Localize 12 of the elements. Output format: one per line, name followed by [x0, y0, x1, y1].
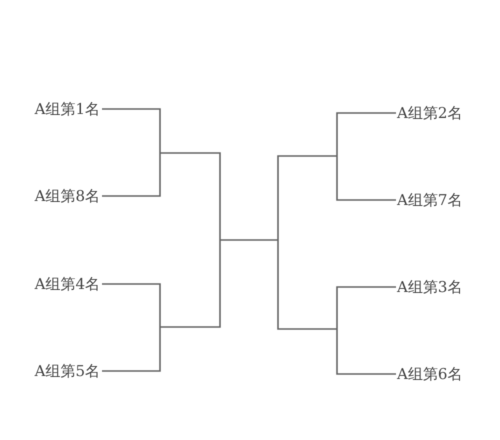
- bracket-line: [336, 286, 396, 375]
- team-label: A组第5名: [34, 362, 100, 380]
- team-label: A组第2名: [397, 104, 462, 122]
- bracket-line: [336, 112, 396, 201]
- team-label: A组第6名: [397, 365, 462, 383]
- bracket-line: [102, 283, 161, 372]
- team-label: A组第3名: [397, 278, 462, 296]
- team-label: A组第8名: [34, 187, 100, 205]
- bracket-line: [102, 108, 161, 197]
- team-label: A组第1名: [34, 100, 100, 118]
- team-label: A组第7名: [397, 191, 462, 209]
- team-label: A组第4名: [34, 275, 100, 293]
